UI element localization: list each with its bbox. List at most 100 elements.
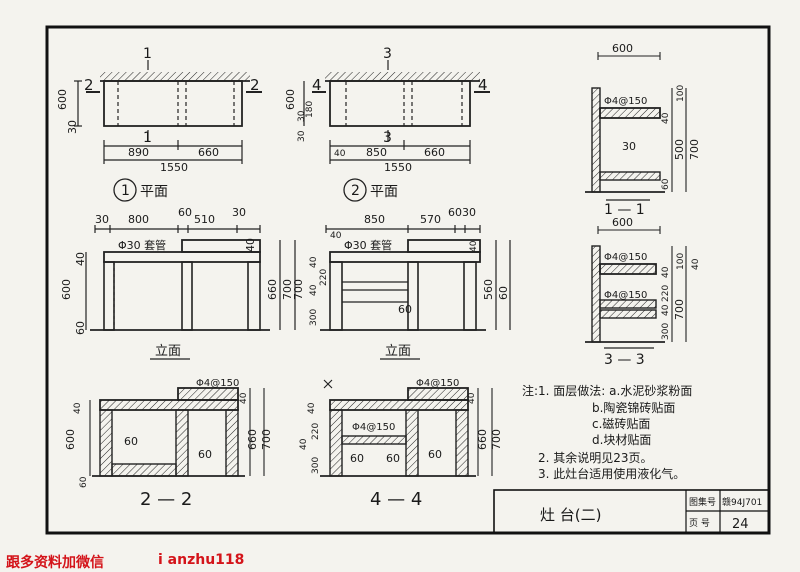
plan-2 [303,60,490,164]
plan1-sec-bot: 1 [143,130,152,146]
s33-dim-40a: 40 [661,266,671,278]
elev2-pipe: Φ30 套管 [344,238,392,252]
plan2-dim-40: 40 [334,149,346,159]
elev1-dim-60v: 60 [74,321,87,335]
plan1-title-num: 1 [121,183,130,199]
s11-dim-600: 600 [612,42,633,55]
sheet-border [45,25,771,535]
s22-dim-660: 660 [246,429,259,450]
note-1b: b.陶瓷锦砖贴面 [592,400,675,415]
s44-dim-700: 700 [490,429,503,450]
note-2: 2. 其余说明见23页。 [538,450,653,465]
section-3-3 [585,226,687,349]
elev1-pipe: Φ30 套管 [118,238,166,252]
elev2-dim-700v: 700 [292,279,305,300]
s44-dim-300: 300 [311,457,321,474]
elev1-dim-30b: 30 [232,206,246,219]
plan1-dim-30: 30 [66,120,79,134]
plan2-dim-30a: 30 [297,110,307,122]
plan1-cut-right: 2 [250,76,260,94]
notes: 注:1. 面层做法: a.水泥砂浆粉面 b.陶瓷锦砖贴面 c.磁砖贴面 d.块材… [522,383,692,481]
s33-dim-220: 220 [661,285,671,302]
elev2-dim-30: 30 [462,206,476,219]
s22-dim-60b: 60 [124,435,138,448]
s44-dim-60c: 60 [428,448,442,461]
s11-dim-500: 500 [673,139,686,160]
plan2-cut-right: 4 [478,76,488,94]
plan2-cut-left: 4 [312,76,322,94]
page-number: 24 [732,517,749,532]
s44-dim-40b: 40 [299,438,309,450]
elev1-dim-700: 700 [281,279,294,300]
s22-dim-60a: 60 [79,476,89,488]
elev2-title: 立面 [385,344,411,359]
s44-dim-660: 660 [476,429,489,450]
elev2-dim-220: 220 [319,269,329,286]
s44-title: 4 — 4 [370,489,422,510]
s22-dim-600: 600 [64,429,77,450]
s22-dim-40: 40 [73,402,83,414]
s44-rebar-mid: Φ4@150 [352,422,395,433]
s44-dim-40: 40 [307,402,317,414]
s22-dim-60c: 60 [198,448,212,461]
note-1c: c.磁砖贴面 [592,416,650,431]
elev2-dim-850: 850 [364,213,385,226]
drawing-name: 灶 台(二) [540,506,601,524]
s33-dim-600: 600 [612,216,633,229]
plan2-title-num: 2 [351,183,360,199]
note-3: 3. 此灶台适用使用液化气。 [538,466,685,481]
plan2-dim-850: 850 [366,146,387,159]
s22-title: 2 — 2 [140,489,192,510]
atlas-label: 图集号 [689,496,716,508]
plan1-sec-top: 1 [143,46,152,62]
s44-dim-220: 220 [311,423,321,440]
s22-rebar: Φ4@150 [196,378,239,389]
elev2-dim-300: 300 [309,309,319,326]
caption-right: i anzhu118 [158,552,245,568]
elev2-dim-560: 560 [482,279,495,300]
s33-title: 3 — 3 [604,352,645,368]
plan1-dim-1550: 1550 [160,161,188,174]
s33-dim-40: 40 [691,258,701,270]
elev1-dim-660: 660 [266,279,279,300]
s11-dim-30: 30 [622,140,636,153]
s33-rebar2: Φ4@150 [604,290,647,301]
title-block [493,489,770,534]
s22-dim-40r: 40 [239,392,249,404]
s11-title: 1 — 1 [604,202,645,218]
s33-rebar1: Φ4@150 [604,252,647,263]
elev2-dim-40: 40 [330,231,342,241]
s11-dim-700: 700 [688,139,701,160]
elev2-dim-40a: 40 [309,256,319,268]
elev1-dim-60: 60 [178,206,192,219]
page-label: 页 号 [689,518,710,529]
plan1-dim-890: 890 [128,146,149,159]
s33-dim-300: 300 [661,323,671,340]
elev1-dim-30a: 30 [95,213,109,226]
elev2-dim-570: 570 [420,213,441,226]
section-4-4 [320,379,493,477]
plan1-dim-660: 660 [198,146,219,159]
s33-dim-700: 700 [673,299,686,320]
s44-dim-40r: 40 [467,392,477,404]
s11-dim-100: 100 [676,85,686,102]
plan2-sec-bot: 3 [383,130,392,146]
elev1-dim-510: 510 [194,213,215,226]
caption-left: 跟多资料加微信 [6,555,104,571]
plan2-dim-180: 180 [305,101,315,118]
s44-rebar-top: Φ4@150 [416,378,459,389]
elev2-dim-60v: 60 [497,286,510,300]
section-2-2 [89,387,265,477]
elev2-dim-40r: 40 [469,240,479,252]
plan1-cut-left: 2 [84,76,94,94]
plan1-title: 平面 [140,184,168,200]
section-1-1 [585,52,687,201]
s44-dim-60b: 60 [386,452,400,465]
s33-dim-100: 100 [676,253,686,270]
elev2-dim-60s: 60 [398,303,412,316]
s44-dim-60a: 60 [350,452,364,465]
s11-dim-60: 60 [661,178,671,190]
plan2-sec-top: 3 [383,46,392,62]
elev1-dim-600: 600 [60,279,73,300]
